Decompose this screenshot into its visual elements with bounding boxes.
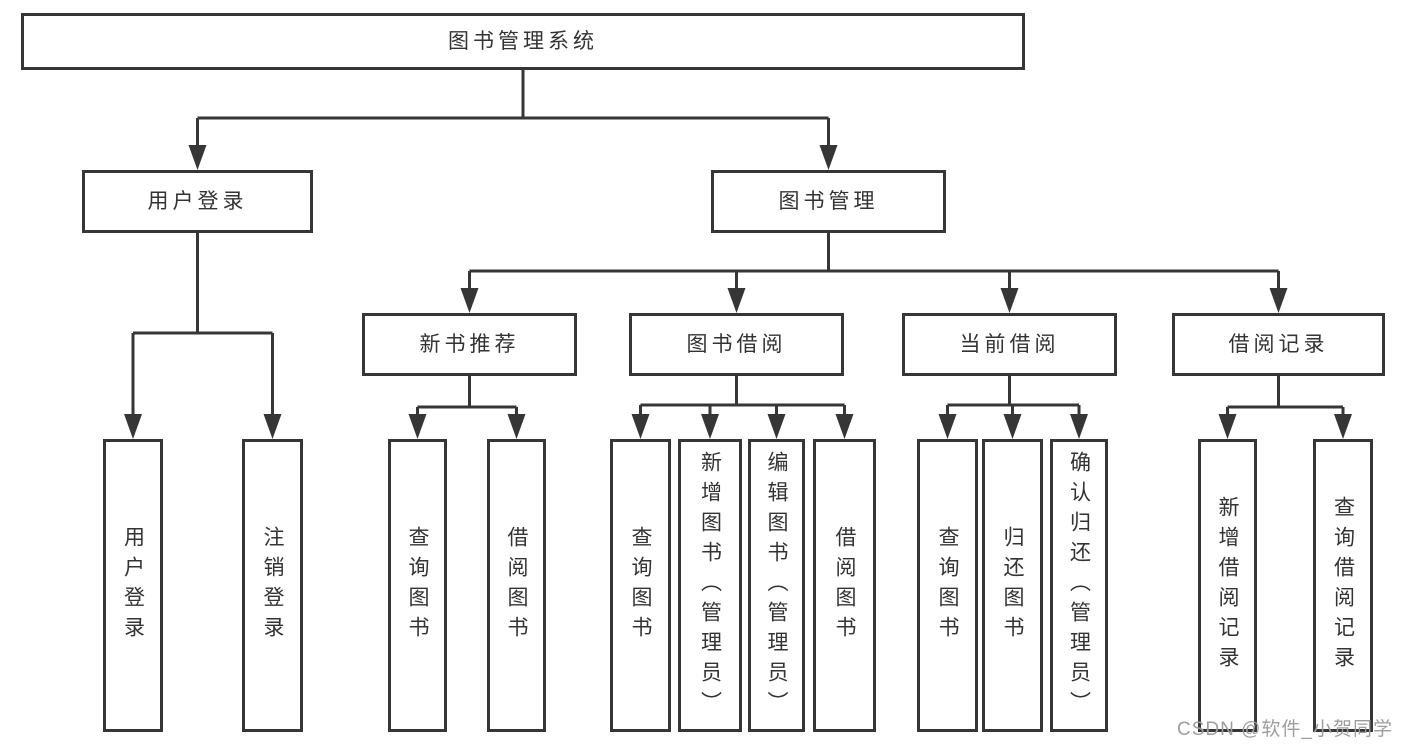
node-new-book-recommend: 新书推荐 xyxy=(362,313,577,376)
node-book-borrow: 图书借阅 xyxy=(629,313,844,376)
node-borrow-records: 借阅记录 xyxy=(1172,313,1385,376)
connector-book-borrow-to-leaves xyxy=(631,376,854,439)
node-user-login: 用户登录 xyxy=(82,170,313,233)
leaf-return-books: 归还图书 xyxy=(982,439,1043,732)
connector-current-borrow-to-leaves xyxy=(938,376,1088,439)
leaf-query-borrow-record: 查询借阅记录 xyxy=(1313,439,1373,732)
leaf-borrow-books-recommend: 借阅图书 xyxy=(487,439,546,732)
leaf-query-books-recommend: 查询图书 xyxy=(388,439,447,732)
leaf-logout: 注销登录 xyxy=(242,439,303,732)
node-current-borrow: 当前借阅 xyxy=(902,313,1117,376)
connector-root-to-level2 xyxy=(188,70,838,170)
connector-book-management-to-level3 xyxy=(460,233,1288,313)
node-book-management: 图书管理 xyxy=(711,170,946,233)
csdn-watermark: CSDN @软件_小贺同学 xyxy=(1177,719,1393,740)
node-library-management-system: 图书管理系统 xyxy=(21,13,1025,70)
connector-borrow-records-to-leaves xyxy=(1218,376,1352,439)
leaf-query-books-current: 查询图书 xyxy=(917,439,978,732)
leaf-confirm-return-admin: 确认归还（管理员） xyxy=(1050,439,1108,732)
leaf-user-login: 用户登录 xyxy=(103,439,163,732)
leaf-query-books-borrow: 查询图书 xyxy=(610,439,671,732)
leaf-add-borrow-record: 新增借阅记录 xyxy=(1198,439,1257,732)
connector-user-login-to-leaves xyxy=(124,233,282,439)
leaf-add-books-admin: 新增图书（管理员） xyxy=(678,439,742,732)
leaf-edit-books-admin: 编辑图书（管理员） xyxy=(748,439,805,732)
leaf-borrow-books: 借阅图书 xyxy=(813,439,876,732)
connector-new-book-recommend-to-leaves xyxy=(408,376,526,439)
